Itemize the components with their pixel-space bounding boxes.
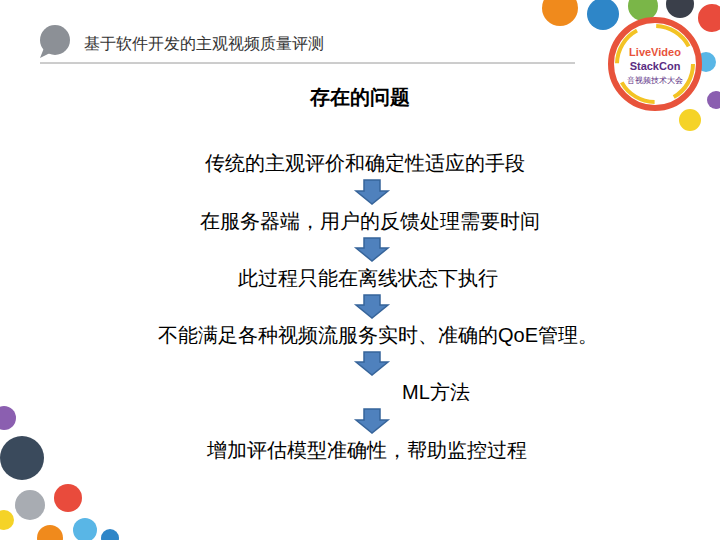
header-bubble-tail (40, 48, 52, 58)
deco-bubble (0, 406, 16, 430)
deco-bubble (698, 4, 720, 32)
deco-bubble (37, 525, 63, 540)
flow-arrow (356, 409, 388, 433)
flow-step: ML方法 (398, 377, 474, 407)
logo-text: LiveVideo (629, 46, 681, 58)
step-text: 增加评估模型准确性，帮助监控过程 (207, 437, 527, 463)
deco-bubble (666, 0, 694, 18)
deco-bubble (679, 109, 701, 131)
logo-ring (611, 20, 699, 108)
flow-arrow (356, 180, 388, 204)
logo-text: 音视频技术大会 (627, 75, 683, 86)
section-heading: 存在的问题 (310, 84, 410, 111)
flow-step: 此过程只能在离线状态下执行 (234, 263, 502, 293)
flow-step: 传统的主观评价和确定性适应的手段 (201, 148, 529, 178)
deco-bubble (0, 510, 14, 530)
deco-bubble (15, 490, 45, 520)
deco-bubble (101, 529, 119, 540)
flow-step: 在服务器端，用户的反馈处理需要时间 (196, 206, 544, 236)
flow-step: 增加评估模型准确性，帮助监控过程 (203, 435, 531, 465)
step-text: ML方法 (402, 379, 470, 405)
step-text: 在服务器端，用户的反馈处理需要时间 (200, 208, 540, 234)
deco-bubble (542, 0, 578, 26)
step-text: 不能满足各种视频流服务实时、准确的QoE管理。 (158, 322, 598, 348)
deco-bubble (73, 518, 97, 540)
logo-ring (617, 26, 693, 102)
flow-arrow (356, 352, 388, 375)
flow-step: 不能满足各种视频流服务实时、准确的QoE管理。 (154, 320, 602, 350)
logo-core (621, 30, 689, 98)
step-text: 传统的主观评价和确定性适应的手段 (205, 150, 525, 176)
deco-bubble (54, 484, 82, 512)
flow-arrow (356, 238, 388, 261)
deco-bubble (707, 91, 720, 109)
slide-title: 基于软件开发的主观视频质量评测 (84, 34, 324, 55)
header-rule (40, 63, 575, 64)
logo-text: StackCon (630, 60, 681, 72)
deco-bubble (587, 0, 619, 30)
deco-bubble (0, 436, 44, 480)
flow-arrow (356, 295, 388, 318)
step-text: 此过程只能在离线状态下执行 (238, 265, 498, 291)
